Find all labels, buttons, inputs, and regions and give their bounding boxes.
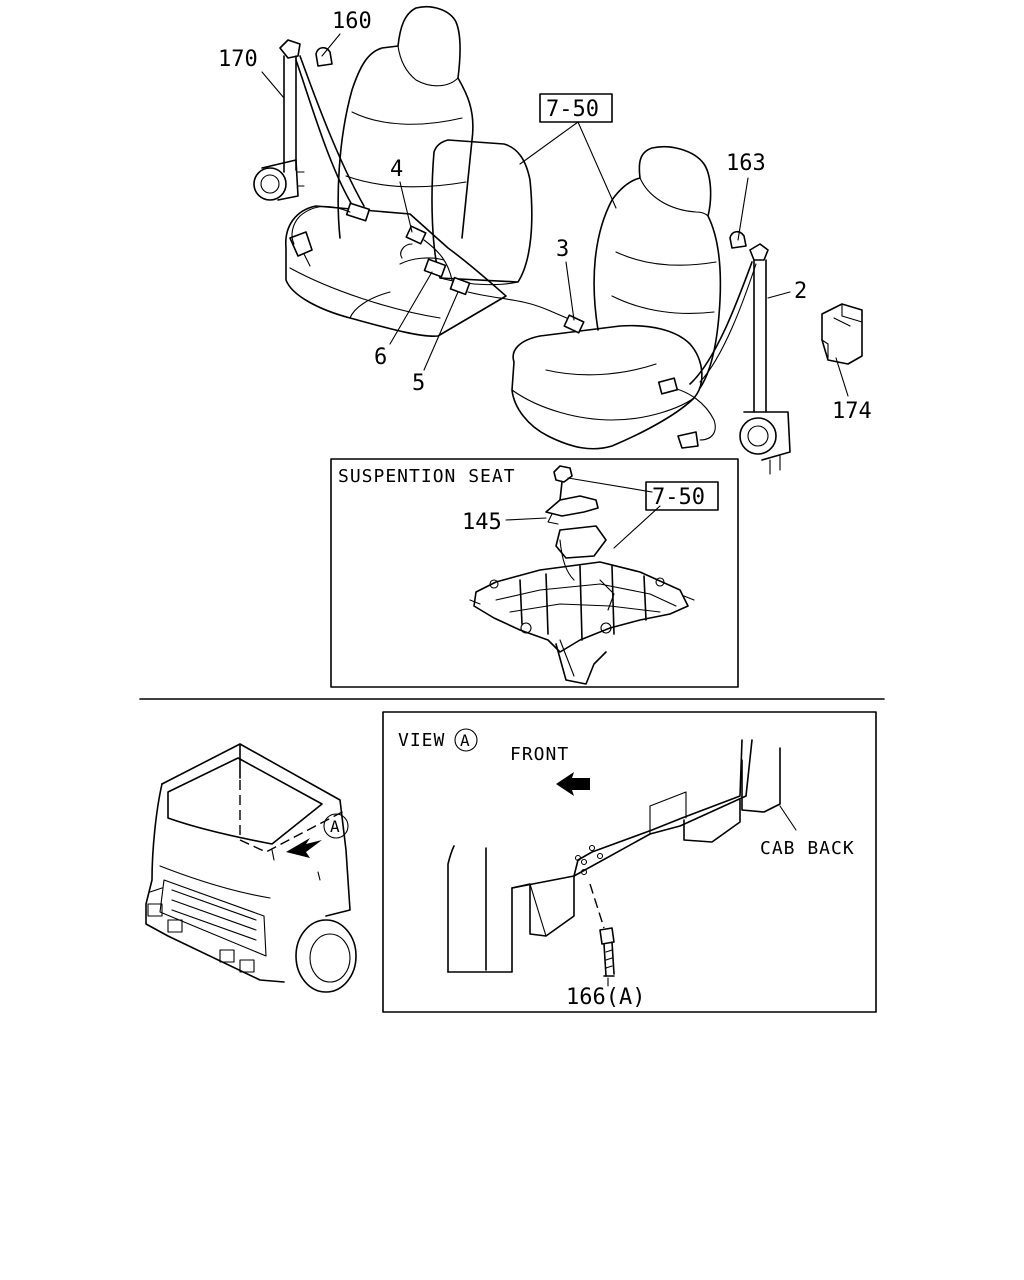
view-a-panel: VIEW A FRONT CAB BACK 166( [382, 711, 877, 1013]
callout-163: 163 [726, 151, 766, 176]
view-title: VIEW [398, 730, 445, 751]
callout-5: 5 [412, 371, 425, 396]
leader-lines [261, 33, 849, 397]
callout-160: 160 [332, 9, 372, 34]
callout-7-50-inset: 7-50 [652, 485, 705, 510]
leader-7-50-inset-a [567, 477, 653, 493]
callout-4: 4 [390, 157, 403, 182]
truck-cab-icon: A [145, 743, 357, 993]
right-seat-belt-retractor [657, 243, 791, 475]
callout-145: 145 [462, 510, 502, 535]
suspension-mechanism [469, 525, 695, 685]
leader-7-50-inset-b [613, 505, 661, 549]
truck-marker-a: A [330, 817, 340, 836]
callout-box-7-50-inset [645, 481, 719, 511]
suspension-seat-title: SUSPENTION SEAT [338, 466, 516, 487]
callout-box-7-50-top [539, 93, 613, 123]
bolt-icon [589, 883, 615, 977]
callout-2: 2 [794, 279, 807, 304]
view-marker-a: A [460, 731, 470, 750]
callout-170: 170 [218, 47, 258, 72]
callout-6: 6 [374, 345, 387, 370]
left-seat-belt-retractor [253, 39, 371, 267]
clip-part-160 [315, 46, 333, 67]
callout-166: 166(A) [566, 985, 645, 1010]
cab-back-label: CAB BACK [760, 838, 855, 859]
front-label: FRONT [510, 744, 569, 765]
callout-3: 3 [556, 237, 569, 262]
cover-part [821, 303, 863, 365]
callout-7-50-top: 7-50 [546, 97, 599, 122]
bracket-part-145 [545, 465, 599, 525]
right-seat [511, 146, 722, 450]
seat-assembly: 160 170 4 7-50 163 2 3 6 5 174 [218, 6, 872, 475]
left-seat [285, 6, 577, 337]
view-a-frame [382, 711, 877, 1013]
callout-174: 174 [832, 399, 872, 424]
leader-cab-back [779, 805, 797, 831]
leader-145 [505, 517, 547, 521]
suspension-seat-inset: SUSPENTION SEAT [330, 458, 739, 688]
inset-frame [330, 458, 739, 688]
front-arrow-icon [556, 772, 590, 796]
